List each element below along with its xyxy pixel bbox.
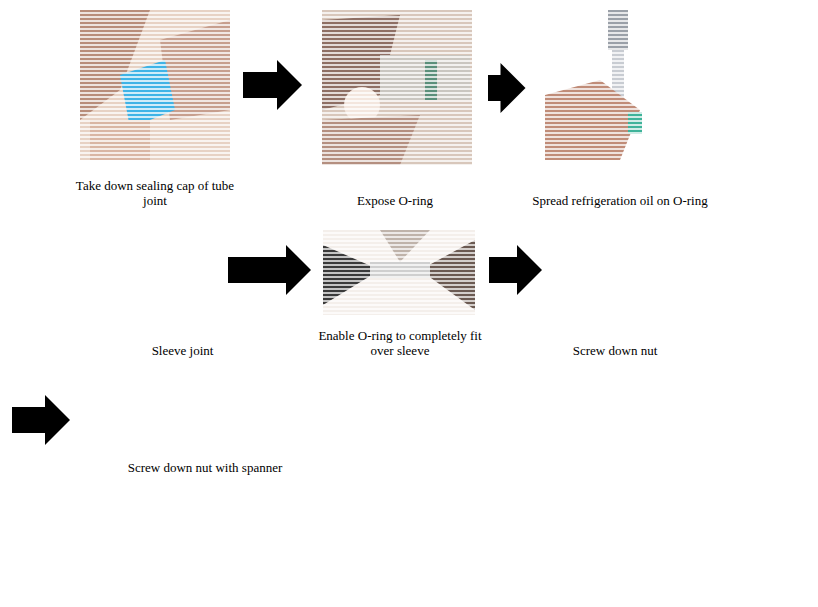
process-step: Screw down nut bbox=[545, 230, 685, 358]
step-caption: Expose O-ring bbox=[355, 193, 435, 208]
step-caption: Screw down nut with spanner bbox=[126, 460, 285, 475]
photo-o-ring bbox=[322, 10, 472, 165]
process-step: Screw down nut with spanner bbox=[90, 395, 320, 475]
flow-arrow bbox=[228, 245, 311, 295]
step-caption: Sleeve joint bbox=[150, 343, 216, 358]
flow-arrow bbox=[12, 395, 70, 445]
step-caption: Enable O-ring to completely fit over sle… bbox=[314, 328, 486, 358]
process-step: Spread refrigeration oil on O-ring bbox=[529, 8, 712, 208]
process-step: Expose O-ring bbox=[305, 8, 485, 208]
flow-arrow bbox=[488, 63, 526, 113]
flow-arrow bbox=[489, 245, 542, 295]
process-step: Enable O-ring to completely fit over sle… bbox=[314, 230, 486, 358]
process-step: Take down sealing cap of tube joint bbox=[70, 8, 240, 208]
flow-arrow bbox=[243, 60, 302, 110]
step-caption: Screw down nut bbox=[571, 343, 660, 358]
photo-oil bbox=[537, 10, 700, 165]
process-step: Sleeve joint bbox=[140, 230, 225, 358]
photo-fit-sleeve bbox=[323, 230, 475, 315]
photo-sealing-cap bbox=[80, 10, 230, 160]
step-caption: Spread refrigeration oil on O-ring bbox=[530, 193, 709, 208]
step-caption: Take down sealing cap of tube joint bbox=[70, 178, 240, 208]
